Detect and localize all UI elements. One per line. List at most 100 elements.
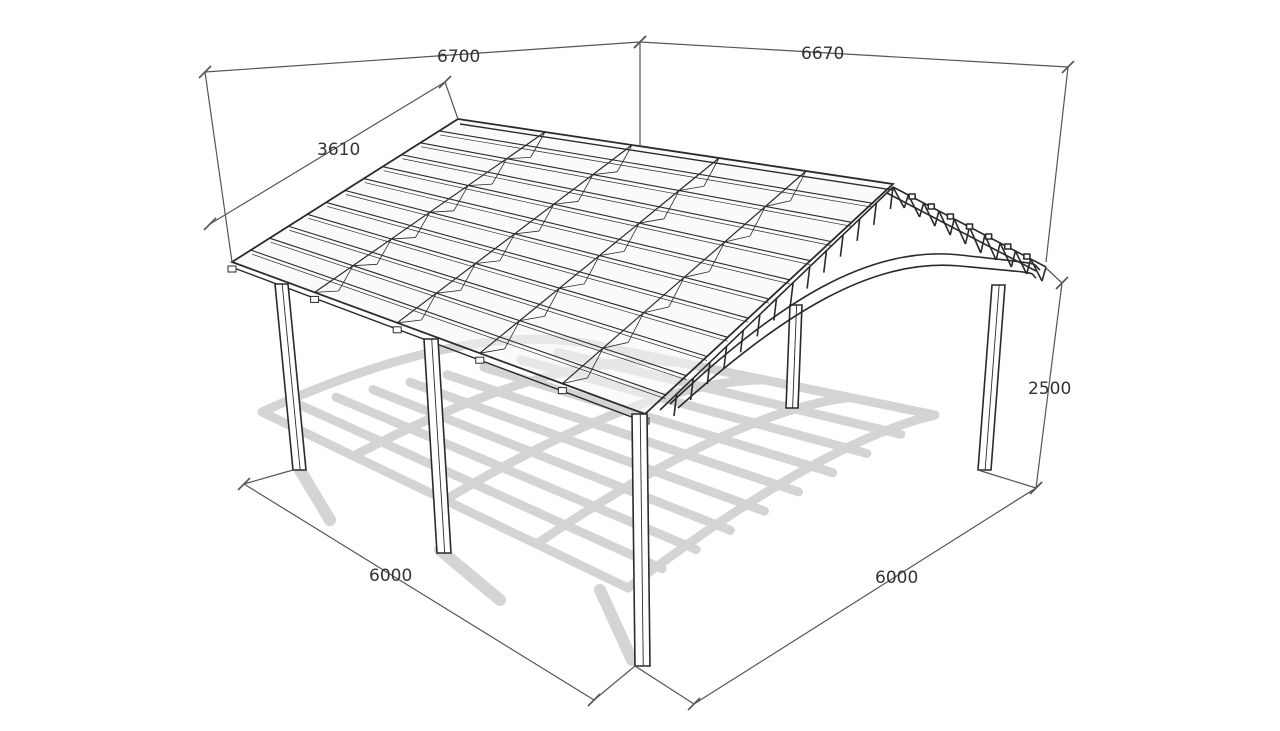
truss-web bbox=[352, 263, 378, 267]
truss-web bbox=[1041, 266, 1047, 282]
roof-purlin bbox=[269, 237, 687, 377]
post-edge bbox=[984, 284, 1000, 471]
dimension-lines bbox=[198, 35, 1075, 711]
roof-purlin-edge bbox=[440, 134, 873, 208]
truss-web bbox=[479, 348, 505, 354]
truss-web bbox=[822, 250, 828, 273]
post-edge bbox=[281, 283, 301, 471]
extension-line bbox=[1045, 66, 1069, 263]
truss-web bbox=[583, 255, 600, 285]
truss-web bbox=[684, 271, 710, 278]
truss-web bbox=[968, 226, 982, 254]
truss-web bbox=[1029, 258, 1043, 282]
roof-purlin bbox=[307, 213, 728, 338]
truss-web bbox=[559, 283, 585, 289]
dimension-label-base-right: 6000 bbox=[875, 568, 918, 588]
truss-web bbox=[999, 242, 1013, 268]
truss-web bbox=[679, 185, 704, 191]
truss-web bbox=[1014, 250, 1028, 275]
dimension-tick bbox=[203, 217, 217, 231]
truss-web bbox=[663, 190, 680, 219]
truss-web bbox=[765, 200, 791, 207]
truss-web bbox=[397, 319, 422, 324]
post-edge bbox=[431, 338, 446, 554]
roof-purlin-edge bbox=[364, 182, 790, 285]
truss-web bbox=[627, 312, 644, 343]
truss-web bbox=[1010, 250, 1017, 268]
post-edge bbox=[639, 413, 644, 667]
truss-web bbox=[468, 183, 493, 186]
purlin-end bbox=[908, 193, 916, 200]
post-body bbox=[423, 338, 452, 554]
truss-web bbox=[643, 306, 669, 314]
truss-web bbox=[995, 242, 1001, 261]
truss-web bbox=[949, 218, 955, 236]
roof-purlin bbox=[401, 154, 832, 243]
extension-line bbox=[444, 81, 459, 120]
back-posts bbox=[785, 284, 1006, 471]
roof-purlin bbox=[344, 189, 770, 300]
truss-web bbox=[903, 194, 910, 209]
truss-web bbox=[839, 234, 844, 257]
truss-web bbox=[749, 206, 766, 237]
purlin-end bbox=[927, 203, 936, 210]
roof-purlin bbox=[420, 142, 852, 223]
extension-line bbox=[1045, 267, 1063, 284]
truss-web bbox=[577, 174, 594, 202]
roof-purlin bbox=[439, 130, 873, 204]
extension-line bbox=[243, 469, 294, 485]
purlin-end bbox=[1003, 243, 1012, 250]
truss-web bbox=[724, 235, 750, 243]
truss-web bbox=[964, 226, 971, 245]
post bbox=[631, 413, 651, 667]
truss-web bbox=[519, 316, 545, 322]
truss-web bbox=[773, 298, 778, 321]
post bbox=[423, 338, 452, 554]
truss-web bbox=[491, 158, 507, 185]
truss-web bbox=[599, 250, 625, 256]
truss-web bbox=[602, 342, 629, 349]
truss-web bbox=[587, 347, 604, 379]
truss-web bbox=[790, 170, 807, 201]
shadow-purlin bbox=[294, 400, 667, 574]
truss-web bbox=[499, 233, 515, 261]
purlin-end bbox=[1023, 253, 1031, 260]
truss-web bbox=[429, 210, 454, 213]
roof-ridge bbox=[459, 123, 894, 191]
truss-web bbox=[673, 393, 678, 417]
truss-web bbox=[314, 290, 339, 293]
truss-web bbox=[623, 222, 640, 252]
roof-purlin bbox=[288, 225, 708, 358]
shadow-post bbox=[434, 544, 506, 606]
post bbox=[274, 283, 307, 471]
rafter-end-block bbox=[475, 356, 485, 364]
roof-purlin-edge bbox=[383, 170, 811, 266]
truss-web bbox=[453, 185, 469, 212]
truss-web bbox=[739, 330, 745, 353]
dimension-line-base-left bbox=[243, 483, 595, 701]
truss-top-chord-right-inner bbox=[886, 192, 1037, 272]
truss-web bbox=[415, 212, 431, 238]
truss-web bbox=[938, 210, 951, 236]
post bbox=[785, 304, 803, 409]
truss-web bbox=[514, 230, 540, 235]
truss-web bbox=[980, 234, 986, 254]
shadow-truss bbox=[623, 410, 940, 593]
roof-purlin bbox=[382, 166, 811, 262]
roof-purlin-edge bbox=[327, 206, 749, 323]
truss-web bbox=[538, 204, 555, 232]
roof-eave bbox=[233, 267, 646, 423]
roof-purlin bbox=[250, 249, 666, 396]
roof-purlin-edge bbox=[270, 241, 687, 380]
dimension-label-top-left: 6700 bbox=[437, 47, 480, 67]
truss-web bbox=[421, 292, 437, 321]
shadow-truss bbox=[440, 375, 770, 505]
post bbox=[977, 284, 1006, 471]
truss-web bbox=[756, 314, 761, 337]
truss-web bbox=[668, 277, 685, 308]
roof-purlin-edge bbox=[289, 229, 708, 361]
roof-purlin-edge bbox=[308, 217, 728, 342]
roof-purlin-edge bbox=[402, 158, 832, 246]
